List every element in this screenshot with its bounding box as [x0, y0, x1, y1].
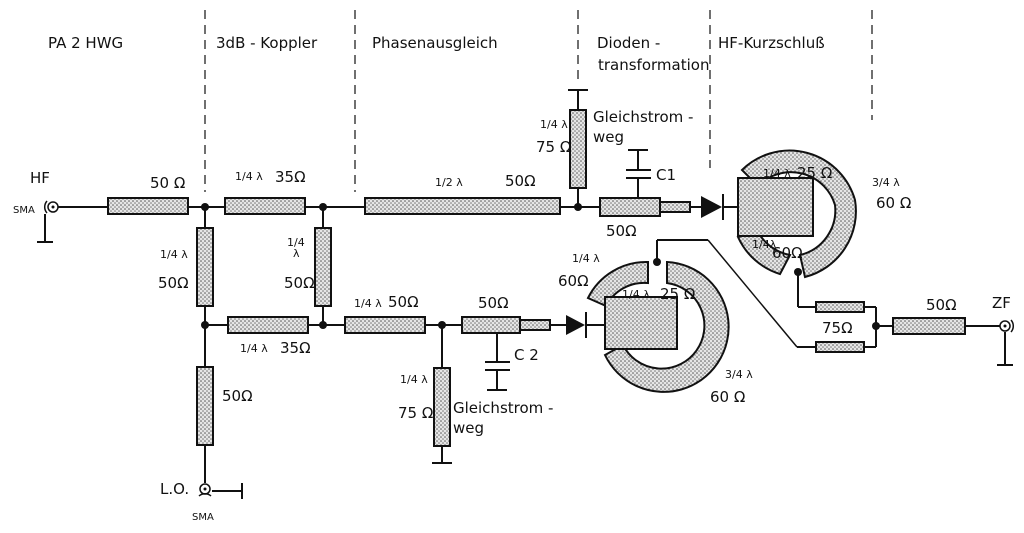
- zf-port: [997, 319, 1015, 366]
- header-pa: PA 2 HWG: [48, 34, 123, 52]
- coupler-top-length: 1/4 λ: [235, 170, 263, 183]
- rad1-inner-impedance: 60Ω: [772, 244, 803, 262]
- coupler-right-impedance: 50Ω: [284, 274, 315, 292]
- top-transformer-impedance: 50Ω: [606, 222, 637, 240]
- rad1-inner-length: 1/4λ: [752, 238, 777, 251]
- arc2-length: 3/4 λ: [725, 368, 753, 381]
- capacitor-c1: [626, 149, 651, 198]
- lo-port: [198, 483, 243, 499]
- rad2-length: 1/4 λ: [622, 288, 650, 301]
- if-output-line: [892, 317, 966, 335]
- coupler-left-length: 1/4 λ: [160, 248, 188, 261]
- rad2-pre-impedance: 60Ω: [558, 272, 589, 290]
- c1-label: C1: [656, 166, 676, 184]
- capacitor-c2: [485, 333, 510, 391]
- top-gs-label-1: Gleichstrom -: [593, 108, 693, 126]
- arc2-impedance: 60 Ω: [710, 388, 745, 406]
- coupler-top-impedance: 35Ω: [275, 168, 306, 186]
- zf-label: ZF: [992, 294, 1011, 312]
- rad1-length: 1/4 λ: [763, 167, 791, 180]
- bottom-stub-length: 1/4 λ: [400, 373, 428, 386]
- bottom-dc-stub: [433, 367, 451, 447]
- hf-port: [37, 200, 59, 243]
- coupler-right-line: [314, 227, 332, 307]
- lo-sma-label: SMA: [192, 512, 214, 523]
- radial-stub-1-pad: [737, 177, 814, 237]
- lo-label: L.O.: [160, 480, 189, 498]
- radial-stub-2: [586, 260, 730, 393]
- top-gs-label-2: weg: [593, 128, 624, 146]
- top-transformer-wide: [599, 197, 661, 217]
- top-dc-stub: [569, 109, 587, 189]
- top-stub-length: 1/4 λ: [540, 118, 568, 131]
- if-upper-line: [815, 301, 865, 313]
- bottom-gs-label-2: weg: [453, 419, 484, 437]
- if-lower-line: [815, 341, 865, 353]
- coupler-right-length-unit: λ: [293, 247, 300, 260]
- bottom-phase-impedance: 50Ω: [388, 293, 419, 311]
- rad1-impedance: 25 Ω: [797, 164, 832, 182]
- arc1-length: 3/4 λ: [872, 176, 900, 189]
- bottom-gs-label-1: Gleichstrom -: [453, 399, 553, 417]
- coupler-left-impedance: 50Ω: [158, 274, 189, 292]
- lo-line-impedance: 50Ω: [222, 387, 253, 405]
- header-diode-1: Dioden -: [597, 34, 660, 52]
- coupler-bottom-impedance: 35Ω: [280, 339, 311, 357]
- bottom-phase-line: [344, 316, 426, 334]
- header-hf-short: HF-Kurzschluß: [718, 34, 825, 52]
- diode-1: [690, 194, 738, 220]
- coupler-bottom-length: 1/4 λ: [240, 342, 268, 355]
- header-coupler: 3dB - Koppler: [216, 34, 318, 52]
- hf-sma-label: SMA: [13, 205, 35, 216]
- input-line-50: [107, 197, 189, 215]
- bottom-phase-length: 1/4 λ: [354, 297, 382, 310]
- radial-stub-1: [736, 149, 857, 279]
- if-75-label: 75Ω: [822, 319, 853, 337]
- coupler-top-line: [224, 197, 306, 215]
- c2-label: C 2: [514, 346, 539, 364]
- half-wave-length: 1/2 λ: [435, 176, 463, 189]
- input-line-label: 50 Ω: [150, 174, 185, 192]
- top-stub-impedance: 75 Ω: [536, 138, 571, 156]
- header-phase: Phasenausgleich: [372, 34, 498, 52]
- half-wave-impedance: 50Ω: [505, 172, 536, 190]
- arc1-impedance: 60 Ω: [876, 194, 911, 212]
- rad2-impedance: 25 Ω: [660, 285, 695, 303]
- hf-label: HF: [30, 169, 50, 187]
- if-output-impedance: 50Ω: [926, 296, 957, 314]
- diode-2: [550, 312, 587, 338]
- bottom-transformer-wide: [461, 316, 521, 334]
- lo-line: [196, 366, 214, 446]
- section-separators: [204, 10, 873, 192]
- rad2-pre-length: 1/4 λ: [572, 252, 600, 265]
- bottom-stub-impedance: 75 Ω: [398, 404, 433, 422]
- bottom-transformer-narrow: [519, 319, 551, 331]
- header-diode-2: transformation: [598, 56, 709, 74]
- half-wave-line: [364, 197, 561, 215]
- coupler-left-line: [196, 227, 214, 307]
- radial-stub-2-pad: [604, 296, 678, 350]
- coupler-right-length: 1/4: [287, 236, 305, 249]
- coupler-bottom-line: [227, 316, 309, 334]
- bottom-transformer-impedance: 50Ω: [478, 294, 509, 312]
- top-transformer-narrow: [659, 201, 691, 213]
